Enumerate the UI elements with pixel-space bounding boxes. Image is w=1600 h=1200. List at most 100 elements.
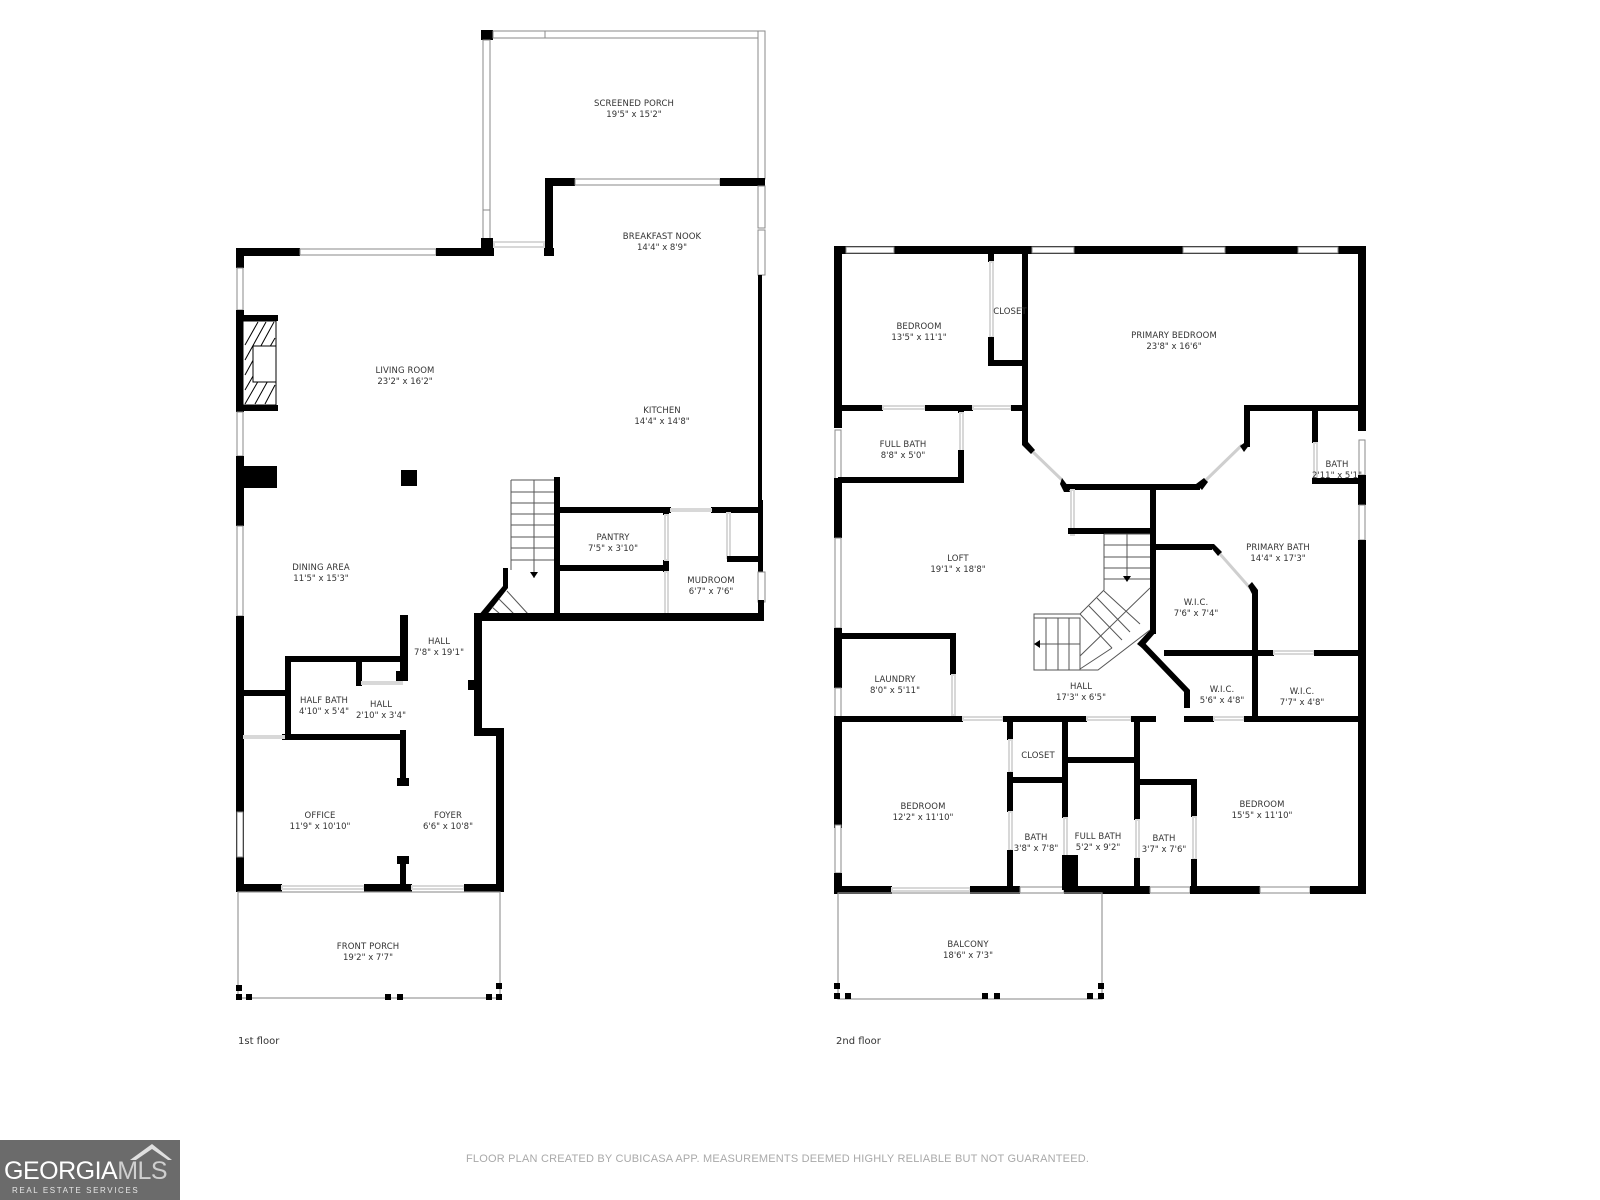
room-label-wic-2: W.I.C.5'6" x 4'8" <box>1200 685 1245 707</box>
room-dimensions: 15'5" x 11'10" <box>1231 811 1293 821</box>
room-dimensions: 14'4" x 14'8" <box>634 417 690 427</box>
room-name: PANTRY <box>596 533 630 543</box>
room-name: BATH <box>1024 833 1048 843</box>
room-name: BEDROOM <box>896 322 942 332</box>
room-dimensions: 3'8" x 7'8" <box>1013 844 1059 854</box>
logo-brand: GEORGIAMLS <box>4 1157 168 1185</box>
room-dimensions: 6'7" x 7'6" <box>688 587 734 597</box>
staircase-second-floor <box>1033 533 1151 671</box>
fireplace-icon <box>240 315 278 411</box>
room-dimensions: 4'10" x 5'4" <box>299 707 349 717</box>
room-dimensions: 8'0" x 5'11" <box>870 686 920 696</box>
room-name: BEDROOM <box>1239 800 1285 810</box>
room-dimensions: 2'11" x 5'1" <box>1312 471 1362 481</box>
room-dimensions: 14'4" x 17'3" <box>1250 554 1306 564</box>
room-name: MUDROOM <box>687 576 735 586</box>
room-dimensions: 5'2" x 9'2" <box>1075 843 1121 853</box>
room-dimensions: 11'9" x 10'10" <box>289 822 351 832</box>
room-name: BREAKFAST NOOK <box>622 232 702 242</box>
room-dimensions: 23'8" x 16'6" <box>1146 342 1202 352</box>
room-name: HALL <box>369 700 393 710</box>
room-dimensions: 17'3" x 6'5" <box>1056 693 1106 703</box>
room-dimensions: 7'6" x 7'4" <box>1173 609 1219 619</box>
room-dimensions: 11'5" x 15'3" <box>293 574 349 584</box>
room-name: FULL BATH <box>1074 832 1122 842</box>
front-porch-walls <box>236 891 502 1000</box>
room-dimensions: 12'2" x 11'10" <box>892 813 954 823</box>
first-floor-plan <box>236 30 766 1000</box>
room-name: HALL <box>1069 682 1093 692</box>
room-name: LIVING ROOM <box>375 366 435 376</box>
room-dimensions: 14'4" x 8'9" <box>637 243 687 253</box>
floor-label-first: 1st floor <box>238 1036 280 1047</box>
georgia-mls-logo: GEORGIAMLS REAL ESTATE SERVICES <box>0 1140 180 1200</box>
room-name: W.I.C. <box>1289 687 1315 697</box>
room-name: BALCONY <box>947 940 989 950</box>
room-label-closet-1: CLOSET <box>993 307 1027 318</box>
second-floor-plan <box>834 246 1366 1000</box>
room-dimensions: 23'2" x 16'2" <box>377 377 433 387</box>
room-name: W.I.C. <box>1209 685 1235 695</box>
screened-porch-walls <box>481 30 766 251</box>
room-name: W.I.C. <box>1183 598 1209 608</box>
staircase-first-floor <box>478 477 560 617</box>
room-dimensions: 3'7" x 7'6" <box>1141 845 1187 855</box>
room-name: BEDROOM <box>900 802 946 812</box>
room-name: CLOSET <box>1021 751 1055 761</box>
room-name: HALL <box>427 637 451 647</box>
room-dimensions: 8'8" x 5'0" <box>880 451 926 461</box>
room-name: KITCHEN <box>643 406 681 416</box>
room-dimensions: 19'2" x 7'7" <box>343 953 393 963</box>
balcony-walls <box>834 892 1104 1000</box>
room-dimensions: 7'8" x 19'1" <box>414 648 464 658</box>
room-dimensions: 18'6" x 7'3" <box>943 951 993 961</box>
room-label-closet-2: CLOSET <box>1021 751 1055 762</box>
room-name: DINING AREA <box>292 563 350 573</box>
room-name: LOFT <box>947 554 969 564</box>
room-name: CLOSET <box>993 307 1027 317</box>
roof-icon <box>130 1144 172 1160</box>
logo-brand-main: GEORGIA <box>4 1157 118 1185</box>
floor-label-second: 2nd floor <box>836 1036 881 1047</box>
room-label-wic-1: W.I.C.7'6" x 7'4" <box>1174 598 1219 620</box>
room-dimensions: 19'1" x 18'8" <box>930 565 986 575</box>
room-name: PRIMARY BATH <box>1246 543 1310 553</box>
room-dimensions: 2'10" x 3'4" <box>356 711 406 721</box>
room-label-wic-3: W.I.C.7'7" x 4'8" <box>1280 687 1325 709</box>
room-dimensions: 7'5" x 3'10" <box>588 544 638 554</box>
room-dimensions: 6'6" x 10'8" <box>423 822 473 832</box>
logo-brand-accent: MLS <box>117 1157 168 1185</box>
room-dimensions: 5'6" x 4'8" <box>1199 696 1245 706</box>
disclaimer-text: FLOOR PLAN CREATED BY CUBICASA APP. MEAS… <box>466 1153 1090 1165</box>
room-name: BATH <box>1325 460 1349 470</box>
room-name: OFFICE <box>304 811 336 821</box>
room-name: FOYER <box>433 811 463 821</box>
room-dimensions: 7'7" x 4'8" <box>1279 698 1325 708</box>
room-name: SCREENED PORCH <box>594 99 674 109</box>
room-dimensions: 13'5" x 11'1" <box>891 333 947 343</box>
